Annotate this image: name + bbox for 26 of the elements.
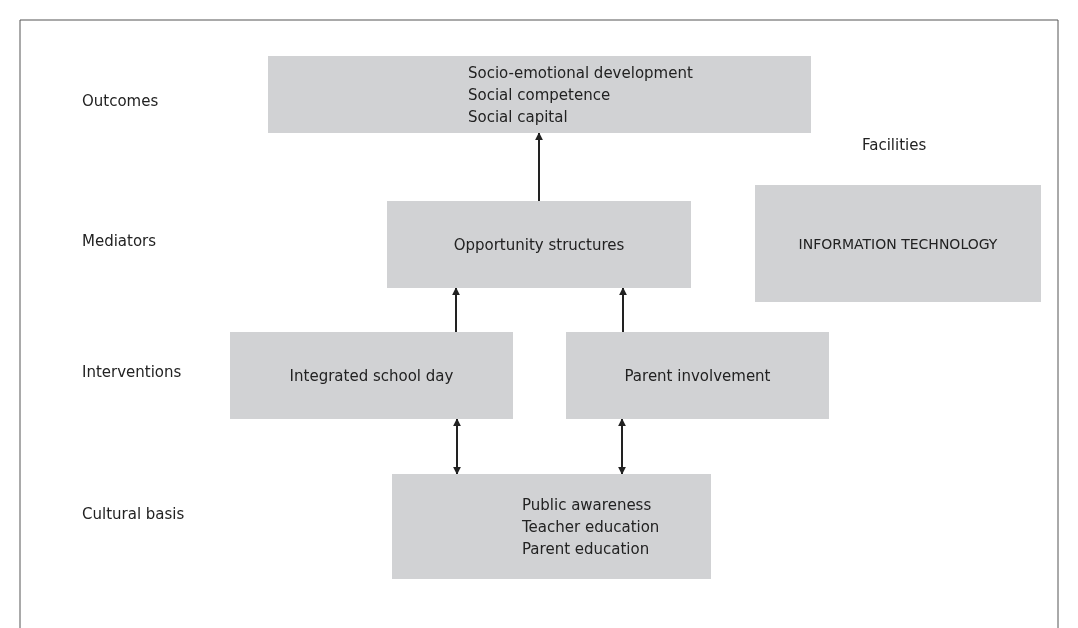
- intervention-box: [230, 332, 513, 419]
- row-label: Outcomes: [82, 92, 159, 110]
- mediator-box: [387, 201, 691, 288]
- arrow: [535, 132, 543, 202]
- cultural-basis-box: [392, 474, 711, 579]
- node-text: Public awareness: [522, 494, 652, 516]
- node-text: Opportunity structures: [453, 234, 625, 256]
- intervention-box: [566, 332, 829, 419]
- node-text: Parent involvement: [624, 365, 771, 387]
- node-text: Socio-emotional development: [468, 62, 693, 84]
- arrow: [618, 418, 626, 475]
- node-text: Integrated school day: [289, 365, 454, 387]
- arrow: [453, 418, 461, 475]
- node-text: Parent education: [522, 538, 650, 560]
- row-label: Cultural basis: [82, 505, 185, 523]
- arrow: [619, 287, 627, 333]
- node-text: Teacher education: [522, 516, 660, 538]
- row-label: Mediators: [82, 232, 157, 250]
- node-text: Social capital: [468, 106, 568, 128]
- facility-box: [755, 185, 1041, 302]
- row-label: Facilities: [862, 136, 927, 154]
- node-text: INFORMATION TECHNOLOGY: [798, 234, 998, 254]
- node-text: Social competence: [468, 84, 611, 106]
- outcome-box: [268, 56, 811, 133]
- row-label: Interventions: [82, 363, 182, 381]
- arrow: [452, 287, 460, 333]
